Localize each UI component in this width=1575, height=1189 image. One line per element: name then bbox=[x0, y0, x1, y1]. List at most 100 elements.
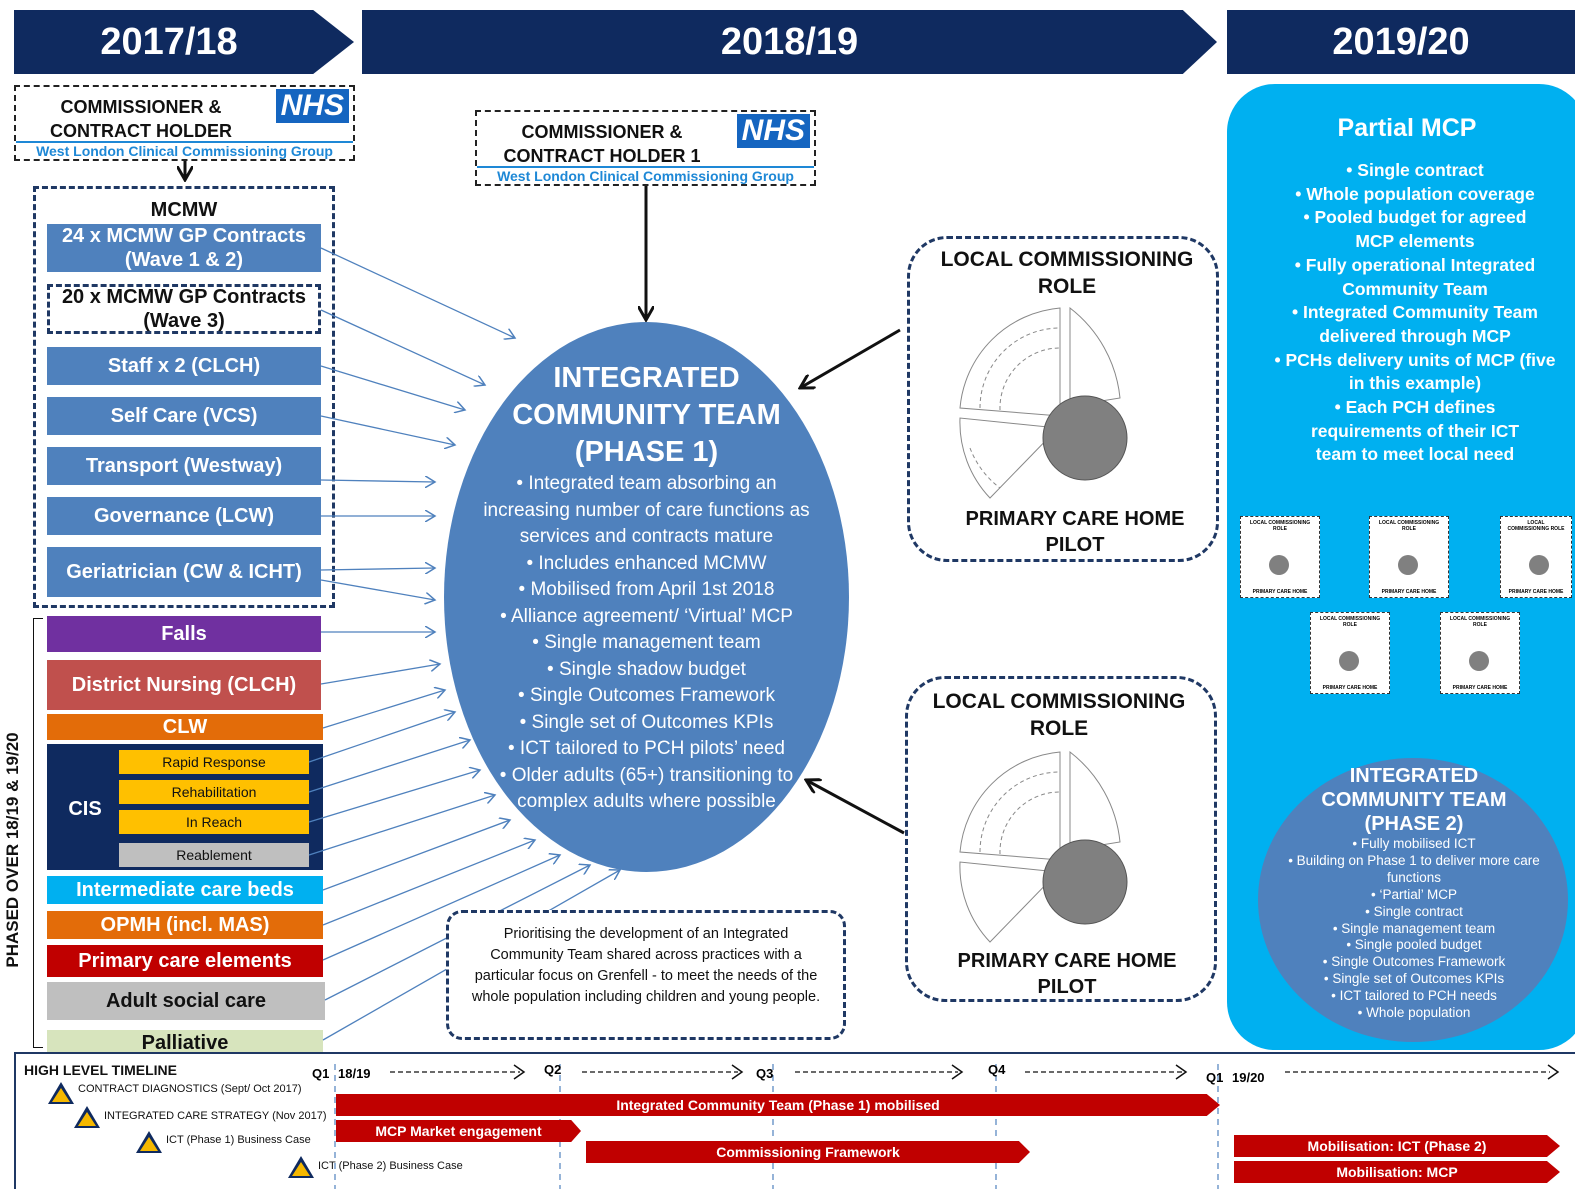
ict1-bullet: • ICT tailored to PCH pilots’ need bbox=[507, 738, 785, 759]
title-line: CONTRACT HOLDER bbox=[50, 121, 232, 141]
ict2-bullet: • Single contract bbox=[1365, 903, 1463, 919]
ict1-title-line: COMMUNITY TEAM bbox=[512, 399, 781, 431]
mini-tile-bottom: PRIMARY CARE HOME bbox=[1381, 589, 1437, 595]
ict2-title-line: (PHASE 2) bbox=[1364, 813, 1464, 835]
adult-social-care-bar: Adult social care bbox=[47, 982, 325, 1020]
ict1-title-line: (PHASE 1) bbox=[574, 436, 719, 468]
mini-tile-bottom: PRIMARY CARE HOME bbox=[1322, 685, 1378, 691]
milestone-label: ICT (Phase 1) Business Case bbox=[166, 1134, 311, 1146]
mini-tile-top: LOCAL COMMISSIONING ROLE bbox=[1249, 520, 1311, 532]
timeline-bar-ict-phase1: Integrated Community Team (Phase 1) mobi… bbox=[336, 1094, 1220, 1116]
ict-phase2-ellipse bbox=[1258, 758, 1568, 1042]
mini-tile-bottom: PRIMARY CARE HOME bbox=[1508, 589, 1564, 595]
mcmw-group-border bbox=[33, 186, 335, 608]
ccg-name: West London Clinical Commissioning Group bbox=[16, 141, 353, 159]
commissioner-box-mid: COMMISSIONER & CONTRACT HOLDER 1 NHS Wes… bbox=[475, 110, 816, 186]
ict1-title: INTEGRATED COMMUNITY TEAM (PHASE 1) bbox=[474, 360, 819, 471]
ict1-bullet: • Single set of Outcomes KPIs bbox=[519, 711, 774, 733]
nhs-logo: NHS bbox=[275, 89, 349, 123]
mini-pch-tile: LOCAL COMMISSIONING ROLE PRIMARY CARE HO… bbox=[1310, 612, 1390, 694]
pch-wheel-graphic bbox=[959, 306, 1128, 499]
ict1-bullet: • Alliance agreement/ ‘Virtual’ MCP bbox=[500, 605, 793, 627]
ict1-bullet: • Single management team bbox=[532, 632, 761, 653]
partial-mcp-bullet: • Each PCH defines requirements of their… bbox=[1310, 397, 1520, 465]
mcmw-item: Staff x 2 (CLCH) bbox=[47, 347, 321, 385]
mini-wheel bbox=[1269, 555, 1289, 575]
opmh-bar: OPMH (incl. MAS) bbox=[47, 911, 323, 939]
partial-mcp-title: Partial MCP bbox=[1337, 114, 1477, 142]
ict2-bullet: • Single pooled budget bbox=[1346, 937, 1482, 953]
note-box bbox=[446, 910, 846, 1040]
quarter-label: Q2 bbox=[544, 1062, 562, 1077]
quarter-label: Q3 bbox=[756, 1066, 774, 1081]
primary-care-bar: Primary care elements bbox=[47, 945, 323, 977]
mini-wheel bbox=[1529, 555, 1549, 575]
mini-pch-tile: LOCAL COMMISSIONING ROLE PRIMARY CARE HO… bbox=[1440, 612, 1520, 694]
partial-mcp-bullets: • Single contract • Whole population cov… bbox=[1252, 159, 1575, 467]
lcr-box-bottom bbox=[905, 676, 1217, 1002]
milestone-triangle-icon bbox=[74, 1106, 100, 1128]
partial-mcp-bullet: • PCHs delivery units of MCP (five in th… bbox=[1274, 349, 1556, 394]
year-label: 19/20 bbox=[1232, 1070, 1265, 1085]
ict2-bullet: • Single set of Outcomes KPIs bbox=[1323, 971, 1505, 987]
timeline-grid bbox=[334, 1064, 1560, 1189]
ict2-bullet: • Whole population bbox=[1357, 1005, 1471, 1021]
milestone-label: INTEGRATED CARE STRATEGY (Nov 2017) bbox=[104, 1110, 327, 1122]
ict1-bullets: • Integrated team absorbing an increasin… bbox=[474, 471, 819, 816]
mcmw-title: MCMW bbox=[150, 199, 218, 221]
clw-bar: CLW bbox=[47, 714, 323, 740]
timeline-title: HIGH LEVEL TIMELINE bbox=[24, 1062, 177, 1078]
quarter-label: Q4 bbox=[988, 1062, 1006, 1077]
ict1-bullet: • Includes enhanced MCMW bbox=[526, 552, 767, 574]
milestone-triangle-icon bbox=[136, 1131, 162, 1153]
phase-label: 2017/18 bbox=[100, 20, 238, 63]
mini-pch-tile: LOCAL COMMISSIONING ROLE PRIMARY CARE HO… bbox=[1500, 516, 1572, 598]
pch-wheel-graphic bbox=[959, 750, 1128, 943]
milestone-label: CONTRACT DIAGNOSTICS (Sept/ Oct 2017) bbox=[78, 1083, 302, 1095]
ict1-bullet: • Single shadow budget bbox=[547, 658, 746, 680]
timeline-bar-mob-ict2: Mobilisation: ICT (Phase 2) bbox=[1234, 1135, 1560, 1157]
mini-wheel bbox=[1398, 555, 1418, 575]
ict2-bullets: • Fully mobilised ICT • Building on Phas… bbox=[1260, 836, 1568, 1022]
lcr-title: LOCAL COMMISSIONING ROLE bbox=[932, 690, 1186, 740]
title-line: COMMISSIONER & bbox=[521, 122, 683, 142]
partial-mcp-bullet: • Single contract bbox=[1346, 160, 1484, 180]
ict1-bullet: • Integrated team absorbing an increasin… bbox=[483, 473, 810, 547]
falls-bar: Falls bbox=[47, 616, 321, 652]
timeline-bar-mcp-market: MCP Market engagement bbox=[336, 1120, 581, 1142]
phase-label: 2019/20 bbox=[1332, 20, 1470, 63]
note-text: Prioritising the development of an Integ… bbox=[471, 926, 821, 1005]
ict2-title: INTEGRATED COMMUNITY TEAM (PHASE 2) bbox=[1260, 764, 1568, 836]
mini-wheel bbox=[1469, 651, 1489, 671]
cis-item-reablement: Reablement bbox=[119, 843, 309, 867]
ict2-bullet: • ICT tailored to PCH needs bbox=[1331, 988, 1497, 1004]
mini-tile-bottom: PRIMARY CARE HOME bbox=[1252, 589, 1308, 595]
district-nursing-bar: District Nursing (CLCH) bbox=[47, 660, 321, 710]
phase-label: 2018/19 bbox=[720, 20, 859, 63]
commissioner-box-left: COMMISSIONER & CONTRACT HOLDER NHS West … bbox=[14, 85, 355, 161]
mcmw-item: 20 x MCMW GP Contracts (Wave 3) bbox=[47, 284, 321, 334]
lcr-footer: PRIMARY CARE HOME PILOT bbox=[957, 950, 1177, 998]
ict2-bullet: • Single management team bbox=[1332, 920, 1496, 936]
mini-tile-top: LOCAL COMMISSIONING ROLE bbox=[1378, 520, 1440, 532]
ict1-title-line: INTEGRATED bbox=[553, 362, 740, 394]
partial-mcp-bullet: • Fully operational Integrated Community… bbox=[1294, 254, 1536, 299]
ict2-bullet: • Single Outcomes Framework bbox=[1322, 954, 1506, 970]
ict1-bullet: • Older adults (65+) transitioning to co… bbox=[499, 764, 794, 813]
ict1-bullet: • Mobilised from April 1st 2018 bbox=[518, 579, 775, 600]
ccg-name: West London Clinical Commissioning Group bbox=[477, 166, 814, 184]
nhs-logo: NHS bbox=[736, 114, 810, 148]
ict2-bullet: • Building on Phase 1 to deliver more ca… bbox=[1288, 852, 1540, 885]
phase-header-2019-20: 2019/20 bbox=[1227, 10, 1575, 74]
ict2-bullet: • ‘Partial’ MCP bbox=[1371, 886, 1457, 902]
milestone-label: ICT (Phase 2) Business Case bbox=[318, 1160, 463, 1172]
mcmw-item: Transport (Westway) bbox=[47, 447, 321, 485]
commissioner-title: COMMISSIONER & CONTRACT HOLDER 1 bbox=[487, 120, 717, 168]
partial-mcp-bullet: • Whole population coverage bbox=[1295, 183, 1535, 204]
intermediate-care-bar: Intermediate care beds bbox=[47, 876, 323, 904]
partial-mcp-bullet: • Integrated Community Team delivered th… bbox=[1292, 302, 1538, 346]
mcmw-item: Geriatrician (CW & ICHT) bbox=[47, 547, 321, 597]
commissioner-title: COMMISSIONER & CONTRACT HOLDER bbox=[26, 95, 256, 143]
milestone-triangle-icon bbox=[48, 1082, 74, 1104]
phase-header-2017-18: 2017/18 bbox=[14, 10, 354, 74]
